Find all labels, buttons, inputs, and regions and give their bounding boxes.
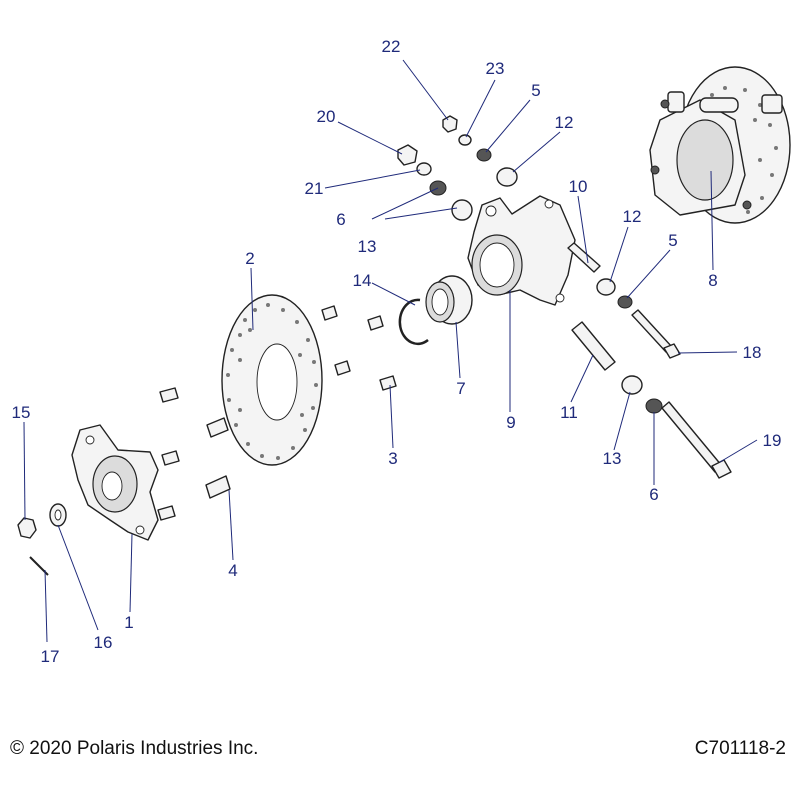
callout-7: 7 [456,379,465,398]
callout-1: 1 [124,613,133,632]
snap-ring-part-14 [398,298,429,346]
callout-10: 10 [569,177,588,196]
disc-bolts-part-3 [321,305,397,391]
callout-22: 22 [382,37,401,56]
callout-18: 18 [743,343,762,362]
copyright-notice: © 2020 Polaris Industries Inc. [10,738,259,759]
callout-23: 23 [486,59,505,78]
callout-15: 15 [12,403,31,422]
callout-2: 2 [245,249,254,268]
washer-part-16 [49,503,67,527]
callout-19: 19 [763,431,782,450]
callout-13-left: 13 [358,237,377,256]
callout-6-left: 6 [336,210,345,229]
callout-5-top: 5 [531,81,540,100]
callout-3: 3 [388,449,397,468]
callout-21: 21 [305,179,324,198]
callout-17: 17 [41,647,60,666]
nut-part-22 [442,115,458,133]
callout-11: 11 [560,403,578,422]
callout-labels: 1 2 3 4 5 5 6 6 7 8 9 10 11 12 12 13 13 … [12,37,782,666]
bushing-part-13 [451,199,643,395]
pin-part-10 [567,242,601,273]
bushing-part-12 [496,167,616,296]
callout-12-top: 12 [555,113,574,132]
callout-14: 14 [353,271,372,290]
bolt-part-18 [631,309,681,359]
washer-part-23 [458,134,472,146]
bolt-part-19 [661,401,732,479]
callout-9: 9 [506,413,515,432]
callout-12-right: 12 [623,207,642,226]
callout-4: 4 [228,561,237,580]
nut-part-20 [397,144,418,166]
brake-caliper-part-8 [649,66,791,224]
leader-lines [23,59,758,643]
knuckle-part-9 [467,195,576,306]
callout-16: 16 [94,633,113,652]
wheel-hub-part-1 [71,424,159,541]
bearing-part-7 [425,275,473,325]
washer-part-5 [476,148,633,309]
wheel-studs-part-4 [157,387,231,521]
figure-code: C701118-2 [694,738,786,759]
callout-8: 8 [708,271,717,290]
washer-part-21 [416,162,432,176]
pin-part-11 [571,321,616,371]
callout-6-bottom: 6 [649,485,658,504]
brake-disc-part-2 [221,294,323,466]
callout-5-right: 5 [668,231,677,250]
callout-20: 20 [317,107,336,126]
castle-nut-part-15 [17,517,37,539]
callout-13-bottom: 13 [603,449,622,468]
